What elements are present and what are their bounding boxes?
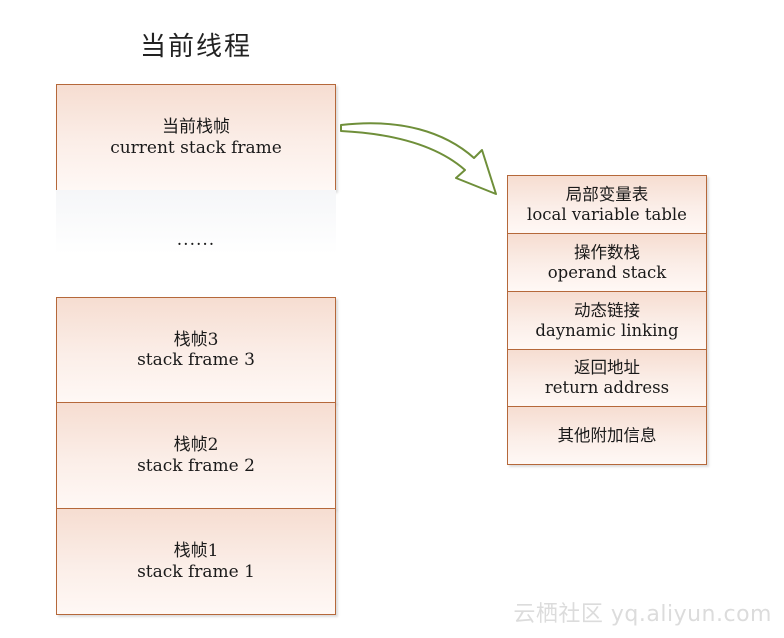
- stack-gap: ......: [56, 190, 336, 297]
- watermark: 云栖社区 yq.aliyun.com: [513, 602, 772, 627]
- struct-zh-label: 局部变量表: [565, 184, 649, 204]
- struct-en-label: local variable table: [527, 204, 687, 224]
- frame-zh-label: 栈帧3: [173, 329, 219, 350]
- stack-frame-2-box: 栈帧2 stack frame 2: [56, 402, 336, 509]
- frame-structure: 局部变量表 local variable table 操作数栈 operand …: [507, 175, 707, 465]
- ellipsis-label: ......: [176, 229, 216, 250]
- struct-zh-label: 操作数栈: [574, 242, 640, 262]
- struct-en-label: daynamic linking: [535, 320, 679, 340]
- frame-en-label: stack frame 2: [137, 455, 255, 476]
- dynamic-linking-box: 动态链接 daynamic linking: [507, 291, 707, 349]
- struct-en-label: operand stack: [547, 262, 667, 282]
- additional-info-box: 其他附加信息: [507, 406, 707, 465]
- page-title: 当前线程: [140, 32, 253, 62]
- stack-frame-1-box: 栈帧1 stack frame 1: [56, 508, 336, 615]
- current-frame-zh-label: 当前栈帧: [162, 117, 230, 138]
- current-stack-frame-box: 当前栈帧 current stack frame: [56, 84, 336, 191]
- struct-zh-label: 动态链接: [574, 300, 640, 320]
- frame-zh-label: 栈帧2: [173, 435, 219, 456]
- stack-frame-3-box: 栈帧3 stack frame 3: [56, 297, 336, 403]
- struct-en-label: return address: [544, 378, 670, 397]
- frame-zh-label: 栈帧1: [173, 541, 219, 562]
- return-address-box: 返回地址 return address: [507, 349, 707, 406]
- struct-zh-label: 返回地址: [574, 358, 640, 378]
- frame-en-label: stack frame 1: [137, 561, 255, 582]
- frame-en-label: stack frame 3: [137, 350, 255, 370]
- operand-stack-box: 操作数栈 operand stack: [507, 233, 707, 291]
- local-variable-table-box: 局部变量表 local variable table: [507, 175, 707, 233]
- current-frame-en-label: current stack frame: [110, 137, 282, 158]
- struct-zh-label: 其他附加信息: [557, 425, 657, 445]
